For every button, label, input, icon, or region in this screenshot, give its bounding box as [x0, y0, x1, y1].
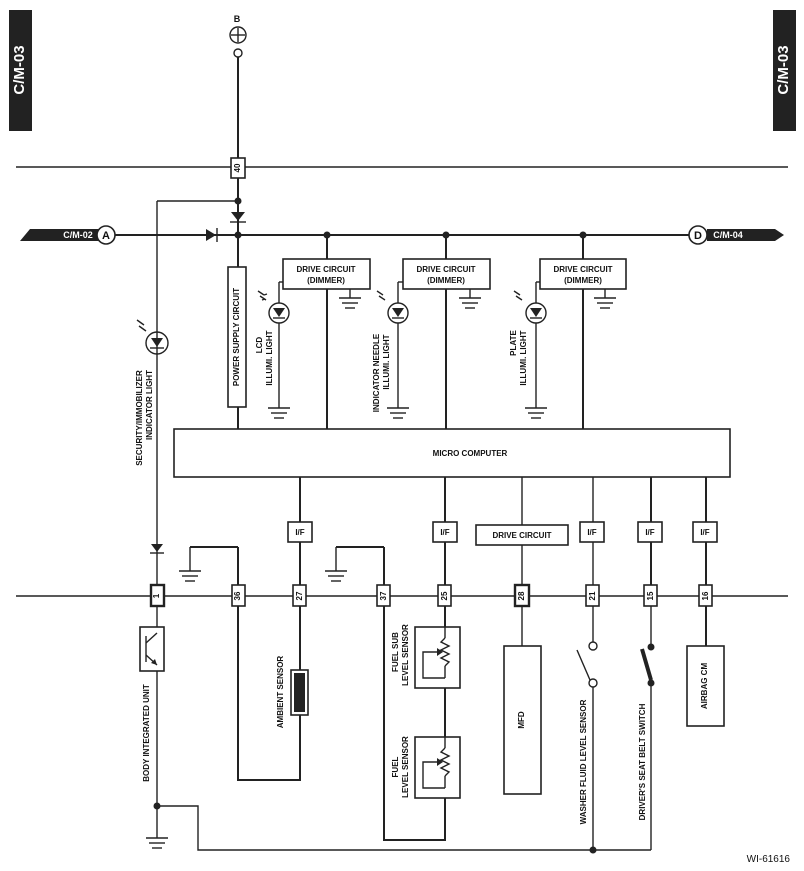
pin-40-box: [230, 157, 246, 179]
airbag-cm-label: AIRBAG CM: [700, 663, 709, 710]
pin-21-label: 21: [588, 591, 597, 600]
security-led-icon: [136, 319, 169, 355]
interface-box-16: [692, 521, 718, 543]
plate-led-icon: [513, 281, 547, 419]
ambient-sensor-label: AMBIENT SENSOR: [276, 656, 285, 729]
mfd-label: MFD: [517, 711, 526, 729]
power-supply-label: POWER SUPPLY CIRCUIT: [232, 288, 241, 386]
interface-21-label: I/F: [587, 528, 596, 537]
lcd-light-line2: ILLUMI. LIGHT: [265, 330, 274, 385]
page-tag-right-text: C/M-03: [775, 45, 792, 94]
wire-ambient-loop: [237, 606, 301, 781]
fuel-sub-sensor-box: [414, 626, 461, 689]
diode-battery: [230, 212, 246, 223]
variable-resistor-icon: [422, 627, 451, 679]
indicator-needle-led-icon: [376, 281, 409, 419]
diode-main-bus: [206, 228, 218, 242]
airbag-cm-box: [686, 645, 725, 727]
plate-light-line1: PLATE: [509, 330, 518, 356]
micro-computer-label: MICRO COMPUTER: [433, 449, 508, 458]
security-light-line1: SECURITY/IMMOBILIZER: [135, 370, 144, 466]
interface-16-label: I/F: [700, 528, 709, 537]
connector-left-circle: A: [102, 230, 110, 242]
ground-icon: [594, 289, 616, 309]
fuel-sub-line1: FUEL SUB: [391, 632, 400, 672]
ground-icon: [325, 547, 347, 582]
micro-computer-box: [173, 428, 731, 478]
pin-36-label: 36: [233, 591, 242, 600]
drive-circuit-lower-box: [475, 524, 569, 546]
transistor-icon: [145, 632, 158, 666]
pin-1-label: 1: [152, 593, 161, 598]
interface-box-21: [579, 521, 605, 543]
pin-16-label: 16: [701, 591, 710, 600]
pin-37-label: 37: [379, 591, 388, 600]
interface-27-label: I/F: [295, 528, 304, 537]
needle-light-line1: INDICATOR NEEDLE: [372, 333, 381, 412]
drive-circuit-2-dimmer: (DIMMER): [427, 276, 465, 285]
connector-right: D C/M-04: [688, 225, 784, 245]
lcd-led-icon: [257, 281, 290, 419]
mfd-box: [503, 645, 542, 795]
fuel-sub-line2: LEVEL SENSOR: [401, 624, 410, 686]
figure-id: WI-61616: [747, 854, 791, 865]
drive-circuit-2-label: DRIVE CIRCUIT: [416, 265, 475, 274]
ground-icon: [339, 289, 361, 309]
ground-icon: [459, 289, 481, 309]
fuel-line1: FUEL: [391, 756, 400, 777]
washer-switch-bottom: [588, 678, 598, 688]
lcd-light-line1: LCD: [255, 337, 264, 354]
needle-light-line2: ILLUMI. LIGHT: [382, 334, 391, 389]
ground-icon: [146, 837, 168, 849]
pin-40-label: 40: [233, 163, 242, 172]
pin-25-label: 25: [440, 591, 449, 600]
fuel-sensor-box: [414, 736, 461, 799]
page-tag-right: C/M-03: [773, 10, 796, 131]
washer-fluid-label: WASHER FLUID LEVEL SENSOR: [579, 699, 588, 824]
plate-light-line2: ILLUMI. LIGHT: [519, 330, 528, 385]
page-tag-left-text: C/M-03: [11, 45, 28, 94]
seat-belt-label: DRIVER'S SEAT BELT SWITCH: [638, 703, 647, 820]
battery-supply-symbol: B: [229, 14, 247, 58]
drive-circuit-3-dimmer: (DIMMER): [564, 276, 602, 285]
body-integrated-unit-label: BODY INTEGRATED UNIT: [142, 684, 151, 782]
security-light-line2: INDICATOR LIGHT: [145, 370, 154, 440]
washer-switch-top: [588, 641, 598, 651]
pin-27-label: 27: [295, 591, 304, 600]
drive-circuit-box-3: [539, 258, 627, 290]
fuel-line2: LEVEL SENSOR: [401, 736, 410, 798]
connector-left-label: C/M-02: [63, 230, 93, 240]
interface-box-25: [432, 521, 458, 543]
interface-15-label: I/F: [645, 528, 654, 537]
wire-ground-return: [157, 805, 651, 851]
drive-circuit-box-2: [402, 258, 491, 290]
drive-circuit-1-label: DRIVE CIRCUIT: [296, 265, 355, 274]
ground-icon: [179, 547, 201, 582]
washer-switch-lever: [576, 649, 591, 681]
drive-circuit-lower-label: DRIVE CIRCUIT: [492, 531, 551, 540]
diode-security: [150, 544, 164, 554]
body-integrated-unit-box: [139, 626, 165, 672]
drive-circuit-box-1: [282, 258, 371, 290]
battery-label: B: [234, 14, 241, 24]
drive-circuit-1-dimmer: (DIMMER): [307, 276, 345, 285]
variable-resistor-icon: [422, 737, 451, 789]
interface-box-27: [287, 521, 313, 543]
wire-fuel-loop: [383, 606, 446, 841]
connector-left: C/M-02 A: [20, 225, 116, 245]
page-tag-left: C/M-03: [9, 10, 32, 131]
connector-right-circle: D: [694, 230, 702, 242]
pin-28-label: 28: [517, 591, 526, 600]
interface-box-15: [637, 521, 663, 543]
seatbelt-switch-top: [647, 643, 655, 651]
connector-right-label: C/M-04: [713, 230, 743, 240]
pin-15-label: 15: [646, 591, 655, 600]
interface-25-label: I/F: [440, 528, 449, 537]
seatbelt-switch-lever: [640, 648, 653, 681]
ambient-sensor-element: [294, 673, 305, 712]
junction-washer: [589, 846, 597, 854]
drive-circuit-3-label: DRIVE CIRCUIT: [553, 265, 612, 274]
